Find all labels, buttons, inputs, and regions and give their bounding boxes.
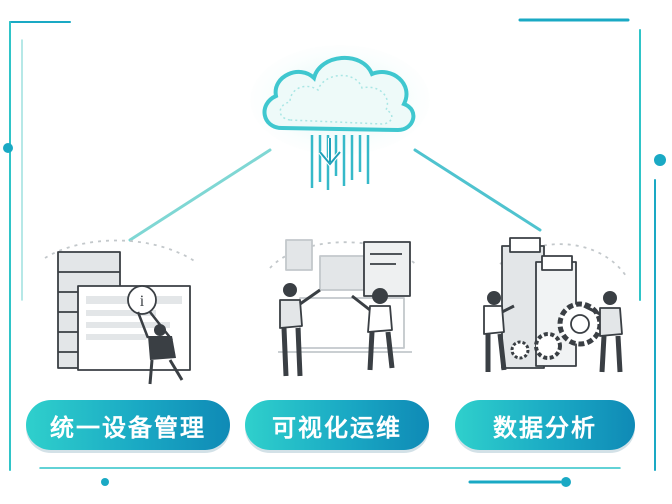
device-management-label: 统一设备管理: [26, 400, 230, 450]
cloud-download-icon: [250, 45, 430, 190]
svg-text:i: i: [140, 293, 145, 310]
server-rack-icon: i: [44, 239, 197, 385]
dashboard-screens-icon: [269, 239, 419, 377]
visual-ops-label: 可视化运维: [245, 400, 429, 450]
connector-lines: [128, 148, 542, 242]
gear-icon: [510, 301, 603, 360]
decorative-frame: [3, 16, 666, 487]
data-analysis-label: 数据分析: [455, 400, 635, 450]
gears-analytics-icon: [483, 237, 627, 373]
